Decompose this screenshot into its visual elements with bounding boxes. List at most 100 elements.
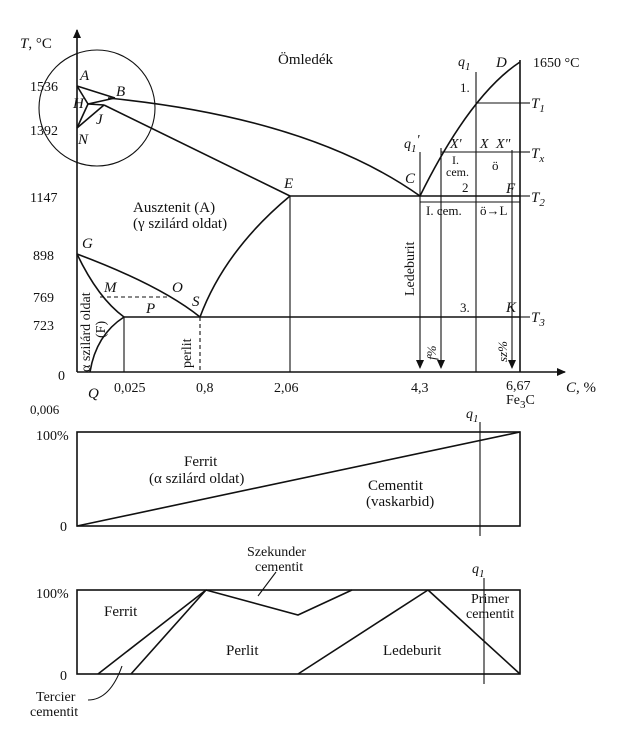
xtick-206: 2,06 (274, 381, 299, 396)
delta-region-magnifier (38, 49, 156, 167)
curve-G-P (76, 253, 125, 318)
xtick-08: 0,8 (196, 381, 214, 396)
szekunder-label-2: cementit (255, 560, 303, 575)
point-C: C (405, 171, 416, 187)
label-q1prime: q1' (404, 133, 421, 155)
label-2: 2 (462, 180, 469, 195)
sz-pct-label: sz% (495, 341, 510, 362)
temp-1147: 1147 (30, 191, 57, 206)
label-100pct: 100% (36, 429, 69, 444)
label-q1-top: q1 (458, 55, 471, 73)
melt-label: Ömledék (278, 51, 333, 68)
point-K: K (505, 300, 517, 316)
point-G: G (82, 236, 93, 252)
line-A-H (76, 85, 89, 105)
ferrit-label-2: (α szilárd oldat) (149, 471, 244, 487)
alpha-solid-label-f: (F) (94, 321, 109, 338)
cementit-label-2: (vaskarbid) (366, 494, 434, 510)
acm-curve-E-S (199, 195, 291, 318)
szekunder-label-1: Szekunder (247, 545, 306, 560)
label-q1: q1 (466, 407, 479, 425)
phase-ratio-diagonal (76, 431, 521, 527)
point-O: O (172, 280, 183, 296)
austenite-label-2: (γ szilárd oldat) (133, 216, 227, 232)
primer-label-2: cementit (466, 607, 514, 622)
temp-1650: 1650 °C (533, 56, 579, 71)
primer-label-1: Primer (471, 592, 509, 607)
label-X: X (479, 137, 489, 152)
solidus-J-E (103, 104, 291, 197)
fe3c-label: Fe3C (506, 393, 535, 411)
tercier-line-1 (97, 589, 207, 675)
alpha-solid-label: α szilárd oldat (79, 292, 94, 372)
label-Tx: Tx (531, 146, 544, 165)
tercier-leader (87, 665, 123, 701)
a3-curve-G-S (76, 253, 201, 318)
label-0: 0 (60, 520, 67, 535)
point-B: B (116, 84, 125, 100)
ledeburit-label-bottom: Ledeburit (383, 643, 442, 659)
point-D: D (495, 55, 507, 71)
label-Xdoubleprime: X" (495, 137, 511, 152)
point-E: E (283, 176, 293, 192)
x-axis-title: C, % (566, 380, 596, 396)
point-M: M (103, 280, 118, 296)
o-to-L-label: ö→L (480, 203, 508, 218)
xtick-43: 4,3 (411, 381, 429, 396)
szekunder-leader (257, 571, 277, 597)
perlit-label-bottom: Perlit (226, 643, 259, 659)
label-1: 1. (460, 80, 470, 95)
point-Q: Q (88, 386, 99, 402)
x-extra-label: 0,006 (30, 402, 60, 417)
xtick-667: 6,67 (506, 379, 531, 394)
chart-frame (76, 431, 521, 527)
austenite-label-1: Ausztenit (A) (133, 200, 215, 216)
liquidus-B-C (107, 97, 421, 197)
point-S: S (192, 294, 200, 310)
point-F: F (505, 181, 516, 197)
chart-frame-bottom (76, 589, 521, 675)
cementit-label-1: Cementit (368, 478, 424, 494)
ferrit-label-1: Ferrit (184, 454, 218, 470)
i-cem-label: I. cem. (426, 203, 462, 218)
xtick-0025: 0,025 (114, 381, 146, 396)
point-J: J (96, 112, 104, 128)
tercier-label-1: Tercier (36, 690, 76, 705)
temp-723: 723 (33, 319, 54, 334)
line-H-N (76, 103, 89, 129)
temp-0: 0 (58, 369, 65, 384)
point-A: A (79, 68, 90, 84)
liquidus-C-D (419, 61, 521, 197)
label-Xprime: X' (449, 137, 463, 152)
line-A-B (76, 85, 116, 99)
perlit-label: perlit (180, 338, 195, 368)
cem-label-a: I. (452, 153, 459, 167)
label-T2: T2 (531, 190, 545, 209)
tercier-line-2 (130, 589, 207, 675)
label-T1: T1 (531, 96, 545, 115)
cem-label-b: cem. (446, 165, 469, 179)
phase-diagram: T, °C C, % Fe3C 0,006 1536 1392 1147 898… (20, 29, 596, 417)
line-H-J (87, 103, 105, 106)
ledeburit-line-1 (297, 589, 429, 675)
solvus-P-Q (89, 316, 125, 373)
point-H: H (72, 96, 85, 112)
ledeburit-line-2 (427, 589, 521, 675)
label-100pct-bottom: 100% (36, 587, 69, 602)
line-N-J (76, 104, 105, 129)
temp-898: 898 (33, 249, 54, 264)
temp-769: 769 (33, 291, 54, 306)
y-axis-title: T, °C (20, 36, 52, 52)
label-T3: T3 (531, 310, 545, 329)
tercier-label-2: cementit (30, 705, 78, 720)
ferrite-cementite-chart: 100% 0 q1 Ferrit (α szilárd oldat) Cemen… (36, 407, 521, 536)
szekunder-curve (205, 589, 353, 616)
point-P: P (145, 301, 155, 317)
ferrit-label: Ferrit (104, 604, 138, 620)
label-q1-bottom: q1 (472, 562, 485, 580)
f-pct-label: f% (424, 345, 439, 360)
point-N: N (77, 132, 89, 148)
structure-chart: 100% 0 q1 Szekunder cementit Ferrit Perl… (30, 545, 521, 720)
label-3: 3. (460, 300, 470, 315)
